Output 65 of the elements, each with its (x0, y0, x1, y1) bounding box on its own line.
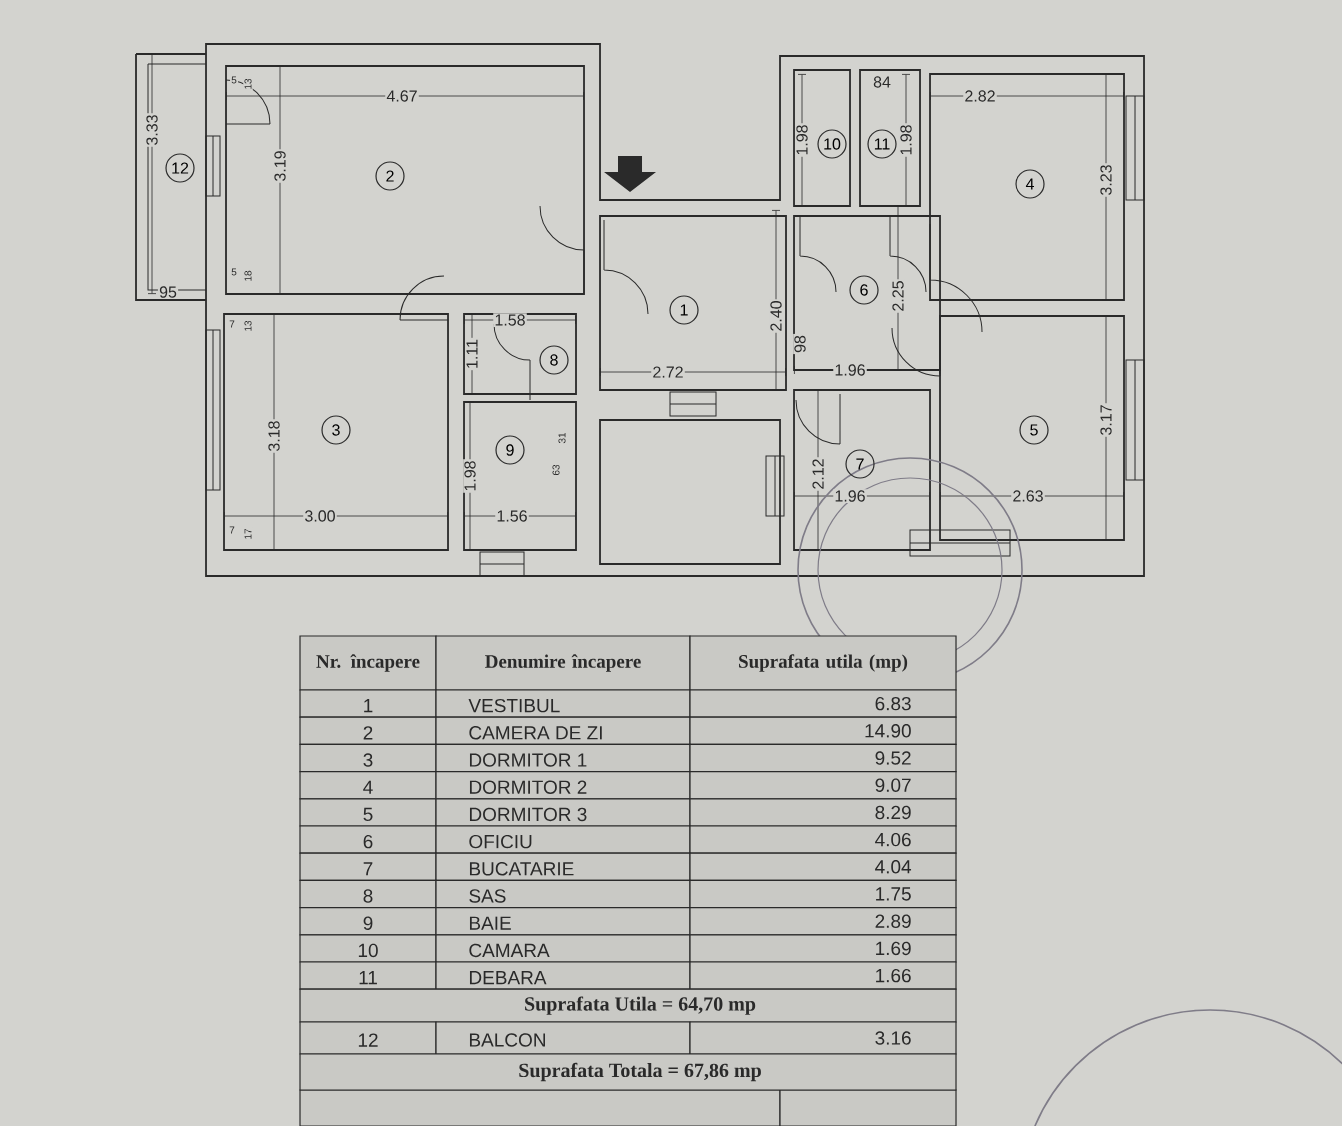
table-cell: 1.75 (689, 879, 957, 909)
table-cell: 2 (299, 716, 437, 745)
table-cell: 7 (299, 852, 437, 881)
table-cell: 4 (299, 771, 437, 800)
table-cell: 8.29 (689, 798, 957, 827)
table-cell: Suprafata utila (mp) (689, 635, 957, 691)
table-cell: 2.89 (689, 907, 957, 936)
table-cell: SAS (435, 879, 691, 909)
table-cell: Nr. încapere (299, 635, 437, 691)
table-cell: 1.66 (689, 961, 957, 990)
dimension-label: 3.19 (273, 149, 287, 183)
room-number: 6 (849, 275, 879, 305)
table-cell: BUCATARIE (435, 852, 691, 881)
dimension-label: 84 (871, 75, 893, 89)
dimension-label: 98 (793, 333, 807, 355)
room-number: 4 (1015, 169, 1045, 199)
table-cell: 10 (299, 934, 437, 963)
table-cell: VESTIBUL (435, 689, 691, 718)
table-cell: Denumire încapere (435, 635, 691, 691)
dimension-label: 1.96 (833, 363, 867, 377)
table-cell: OFICIU (435, 825, 691, 854)
dimension-label: 1.56 (495, 509, 529, 523)
table-cell: 3.16 (689, 1021, 957, 1055)
dimension-label: 3.00 (303, 509, 337, 523)
table-cell: 1 (299, 689, 437, 718)
table-cell: DORMITOR 1 (435, 743, 691, 773)
table-cell: DORMITOR 2 (435, 771, 691, 800)
table-cell: 1.69 (689, 934, 957, 963)
dimension-label: 1.11 (465, 337, 479, 371)
table-cell: DEBARA (435, 961, 691, 990)
table-cell: 6 (299, 825, 437, 854)
table-cell: 5 (299, 798, 437, 827)
table-cell: 12 (299, 1021, 437, 1055)
table-cell: 9.52 (689, 743, 957, 773)
room-number: 9 (495, 435, 525, 465)
room-number: 7 (845, 449, 875, 479)
table-cell: CAMARA (435, 934, 691, 963)
table-cell: BALCON (435, 1021, 691, 1055)
table-cell: BAIE (435, 907, 691, 936)
room-number: 5 (1019, 415, 1049, 445)
room-number: 8 (539, 345, 569, 375)
table-cell: 4.06 (689, 825, 957, 854)
table-cell: 3 (299, 743, 437, 773)
table-cell: CAMERA DE ZI (435, 716, 691, 745)
room-number: 3 (321, 415, 351, 445)
table-cell: 14.90 (689, 716, 957, 745)
dimension-label: 2.63 (1011, 489, 1045, 503)
table-cell: 6.83 (689, 689, 957, 718)
dimension-label: 1.96 (833, 489, 867, 503)
room-number: 1 (669, 295, 699, 325)
dimension-label: 2.12 (811, 457, 825, 491)
room-number: 10 (817, 129, 847, 159)
table-cell: 9 (299, 907, 437, 936)
table-cell: 9.07 (689, 771, 957, 800)
table-cell: DORMITOR 3 (435, 798, 691, 827)
room-number: 11 (867, 129, 897, 159)
table-cell: 4.04 (689, 852, 957, 881)
room-number: 2 (375, 161, 405, 191)
dimension-label: 3.17 (1099, 403, 1113, 437)
dimension-label: 2.82 (963, 89, 997, 103)
dimension-label: 95 (157, 285, 179, 299)
table-cell: 8 (299, 879, 437, 909)
room-number: 12 (165, 153, 195, 183)
dimension-label: 2.40 (769, 299, 783, 333)
table-cell: 11 (299, 961, 437, 990)
